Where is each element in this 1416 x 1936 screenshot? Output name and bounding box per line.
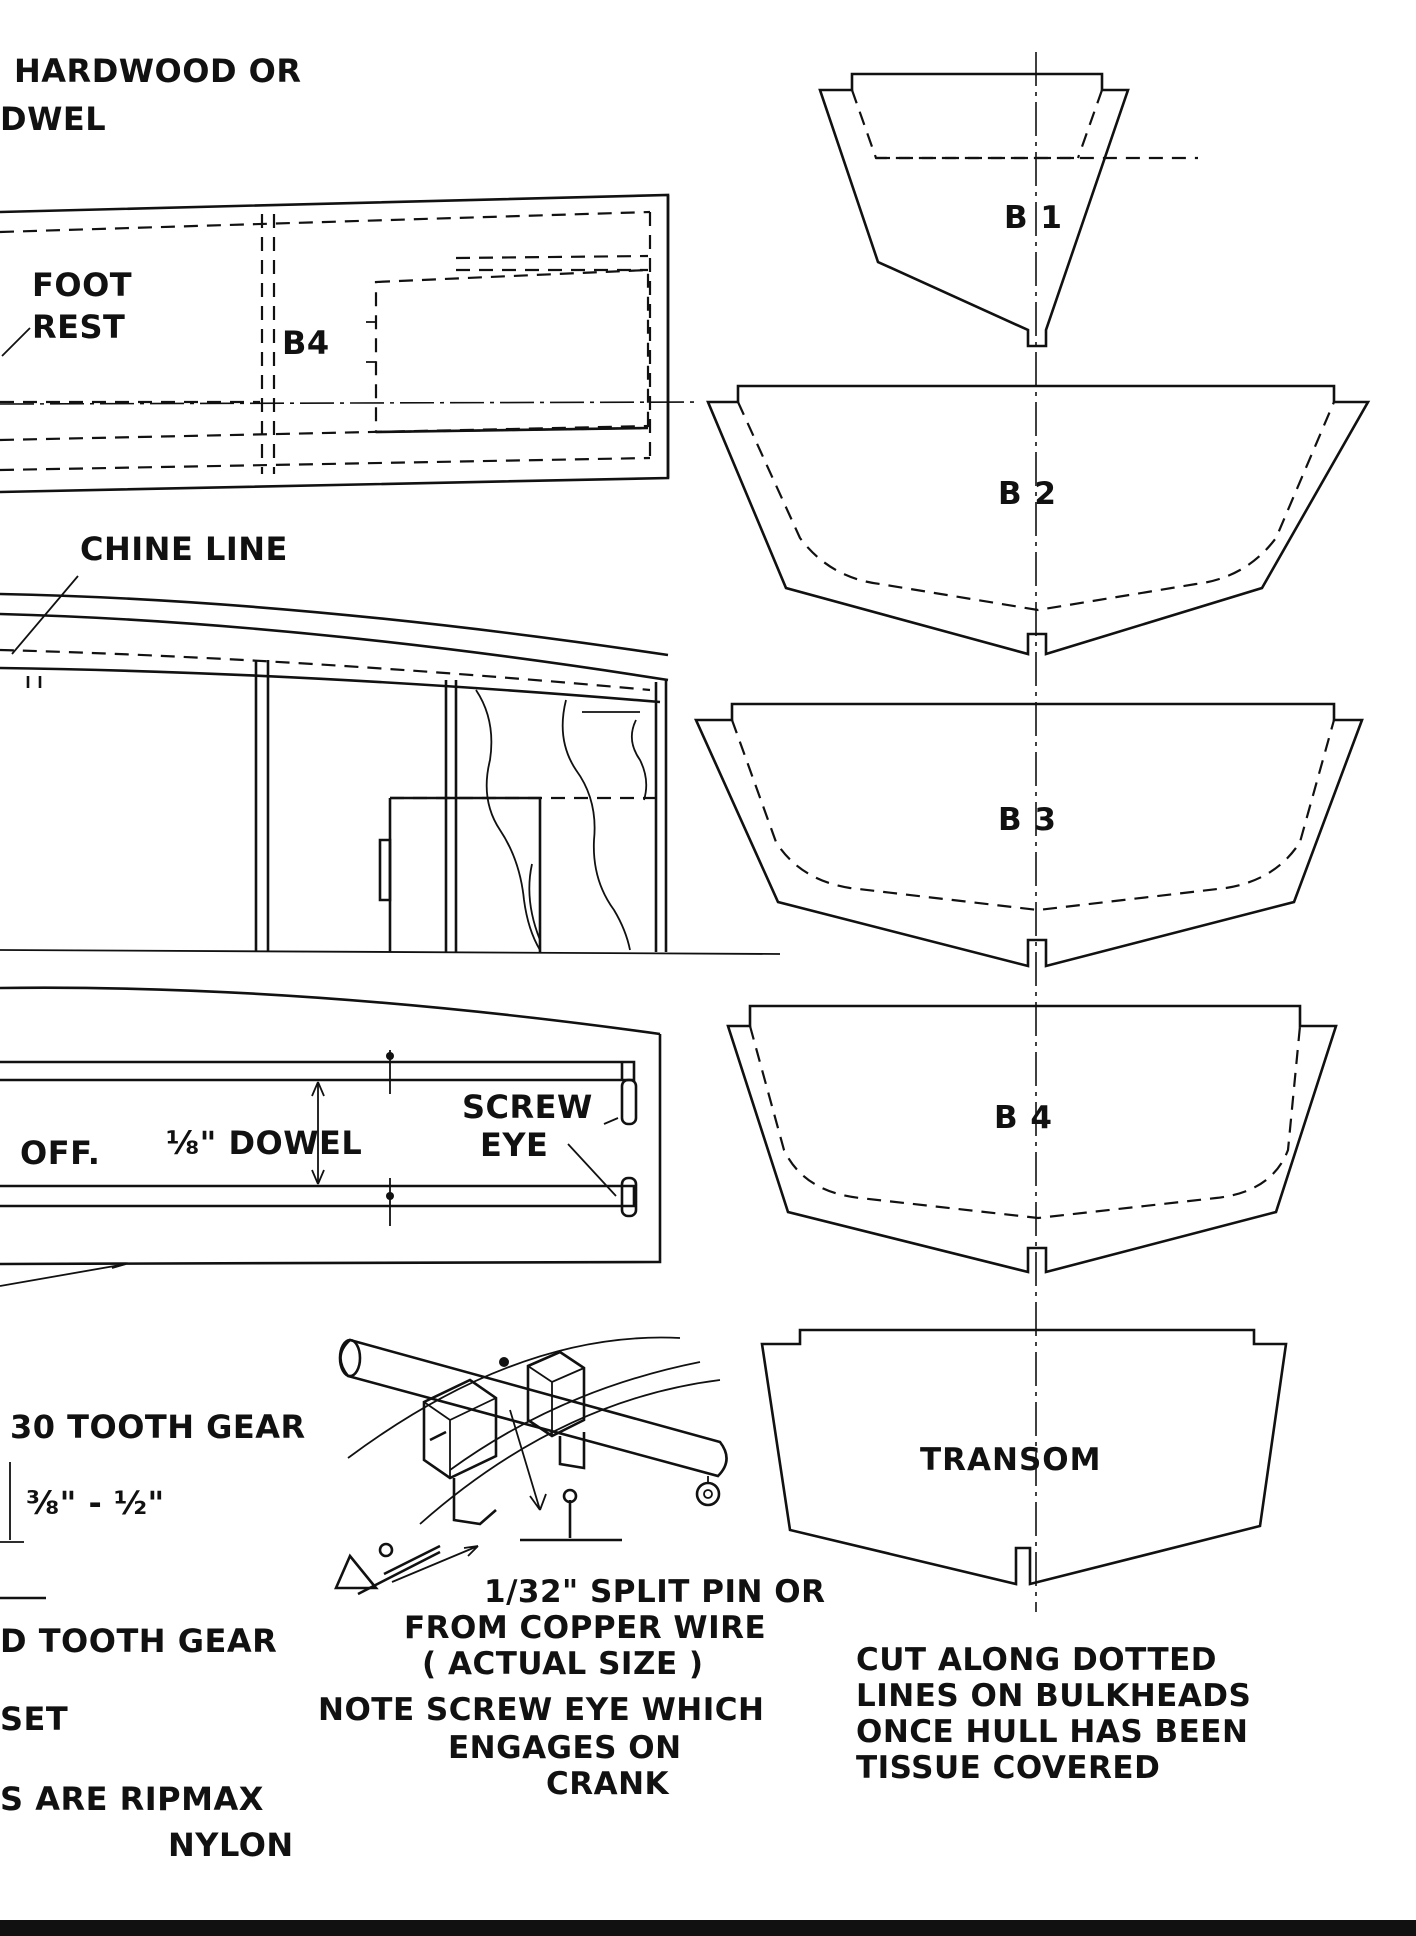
note-line-1: NOTE SCREW EYE WHICH <box>318 1692 764 1728</box>
bulkhead-b3 <box>693 702 1364 968</box>
gear-30-label: 30 TOOTH GEAR <box>10 1408 306 1446</box>
hull-plan-view <box>0 193 701 494</box>
bulkhead-transom-label: TRANSOM <box>920 1442 1101 1478</box>
crank-detail-sketch <box>334 1336 728 1596</box>
chine-line-label: CHINE LINE <box>80 530 288 568</box>
cut-note-line-3: ONCE HULL HAS BEEN <box>856 1714 1248 1750</box>
off-label: OFF. <box>20 1134 100 1172</box>
bulkhead-b1 <box>818 72 1198 348</box>
rest-label: REST <box>32 308 125 346</box>
bulkhead-b1-label: B 1 <box>1004 200 1063 236</box>
dowel-label: ⅛" DOWEL <box>166 1124 362 1162</box>
bulkhead-b2-label: B 2 <box>998 476 1057 512</box>
split-pin-line-1: 1/32" SPLIT PIN OR <box>484 1574 825 1610</box>
cut-note-line-2: LINES ON BULKHEADS <box>856 1678 1251 1714</box>
bulkhead-b4-label: B 4 <box>994 1100 1053 1136</box>
bulkhead-b4 <box>726 1004 1338 1274</box>
gear-second-label: D TOOTH GEAR <box>0 1622 277 1660</box>
eye-label: EYE <box>480 1126 548 1164</box>
crank-panel <box>0 986 662 1287</box>
gear-dimension-label: ⅜" - ½" <box>26 1484 165 1522</box>
foot-label: FOOT <box>32 266 132 304</box>
scan-bottom-edge <box>0 1920 1416 1936</box>
bulkhead-b3-label: B 3 <box>998 802 1057 838</box>
ripmax-label: S ARE RIPMAX <box>0 1780 264 1818</box>
hardwood-label-1: HARDWOOD OR <box>14 52 302 90</box>
cut-note-line-4: TISSUE COVERED <box>856 1750 1160 1786</box>
foot-rest-leader <box>1 327 31 357</box>
cut-note-line-1: CUT ALONG DOTTED <box>856 1642 1217 1678</box>
note-line-2: ENGAGES ON <box>448 1730 682 1766</box>
split-pin-line-2: FROM COPPER WIRE <box>404 1610 766 1646</box>
chine-line-leader <box>11 575 79 655</box>
nylon-label: NYLON <box>168 1826 294 1864</box>
note-line-3: CRANK <box>546 1766 670 1802</box>
hull-side-view <box>0 592 781 955</box>
bulkhead-b2 <box>706 384 1371 656</box>
gear-dimension-mark <box>0 1462 24 1543</box>
split-pin-line-3: ( ACTUAL SIZE ) <box>422 1646 704 1682</box>
set-label: SET <box>0 1700 68 1738</box>
screw-label: SCREW <box>462 1088 593 1126</box>
b4-plan-label: B4 <box>282 324 330 362</box>
bulkhead-transom <box>760 1328 1288 1586</box>
hardwood-label-2: DWEL <box>0 100 106 138</box>
